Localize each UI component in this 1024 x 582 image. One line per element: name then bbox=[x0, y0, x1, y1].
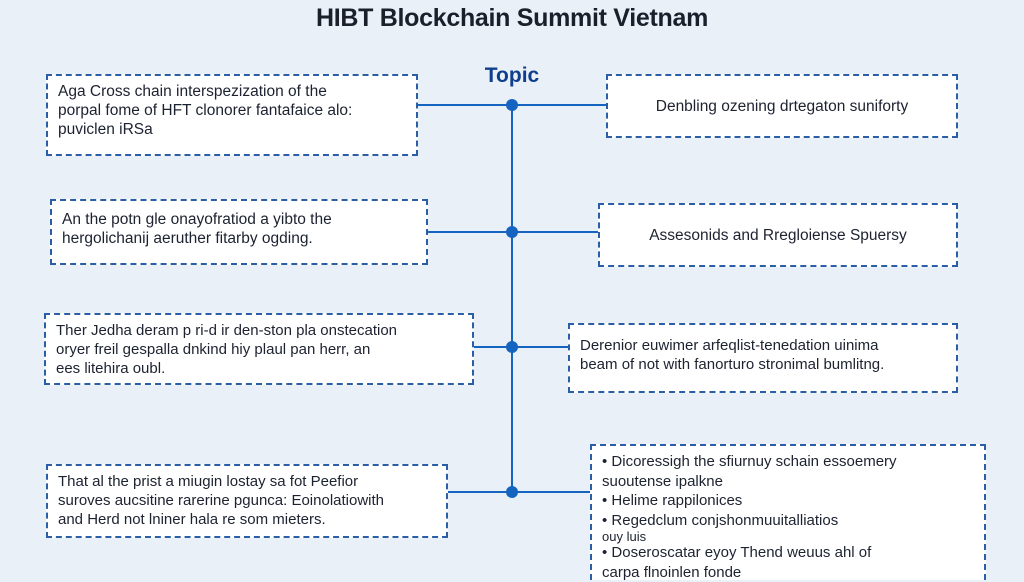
right-box-2: Assesonids and Rregloiense Spuersy bbox=[598, 203, 958, 267]
bullet-item-3-subnote: ouy luis bbox=[602, 530, 974, 543]
bullet-item-1: • Dicoressigh the sfiurnuy schain essoem… bbox=[602, 452, 974, 472]
right-box-3-line-1: Derenior euwimer arfeqlist-tenedation ui… bbox=[580, 336, 946, 355]
right-box-2-text: Assesonids and Rregloiense Spuersy bbox=[649, 226, 907, 245]
left-box-4-line-3: and Herd not lniner hala re som mieters. bbox=[58, 510, 436, 529]
right-box-1-text: Denbling ozening drtegaton suniforty bbox=[656, 97, 908, 116]
left-box-2-line-2: hergolichanij aeruther fitarby ogding. bbox=[62, 229, 416, 248]
left-box-4-line-1: That al the prist a miugin lostay sa fot… bbox=[58, 472, 436, 491]
junction-node-2 bbox=[506, 226, 518, 238]
left-box-4-line-2: suroves aucsitine rarerine pgunca: Eoino… bbox=[58, 491, 436, 510]
right-box-3: Derenior euwimer arfeqlist-tenedation ui… bbox=[568, 323, 958, 393]
left-box-1: Aga Cross chain interspezization of the … bbox=[46, 74, 418, 156]
right-box-1: Denbling ozening drtegaton suniforty bbox=[606, 74, 958, 138]
left-box-3-line-3: ees litehira oubl. bbox=[56, 359, 462, 378]
junction-node-4 bbox=[506, 486, 518, 498]
left-box-1-line-1: Aga Cross chain interspezization of the bbox=[58, 82, 406, 101]
left-box-4: That al the prist a miugin lostay sa fot… bbox=[46, 464, 448, 538]
left-box-1-line-2: porpal fome of HFT clonorer fantafaice a… bbox=[58, 101, 406, 120]
left-box-2-line-1: An the potn gle onayofratiod a yibto the bbox=[62, 210, 416, 229]
left-box-3-line-2: oryer freil gespalla dnkind hiy plaul pa… bbox=[56, 340, 462, 359]
right-box-3-line-2: beam of not with fanorturo stronimal bum… bbox=[580, 355, 946, 374]
left-box-3-line-1: Ther Jedha deram p ri-d ir den-ston pla … bbox=[56, 321, 462, 340]
bullet-item-4: • Doseroscatar eyoy Thend weuus ahl of bbox=[602, 543, 974, 563]
junction-node-1 bbox=[506, 99, 518, 111]
right-bullet-box: • Dicoressigh the sfiurnuy schain essoem… bbox=[590, 444, 986, 580]
bullet-item-4-continued: carpa flnoinlen fonde bbox=[602, 563, 974, 582]
left-box-2: An the potn gle onayofratiod a yibto the… bbox=[50, 199, 428, 265]
bullet-item-1-continued: suoutense ipalkne bbox=[602, 472, 974, 492]
bullet-item-3: • Regedclum conjshonmuuitalliatios bbox=[602, 511, 974, 531]
left-box-3: Ther Jedha deram p ri-d ir den-ston pla … bbox=[44, 313, 474, 385]
junction-node-3 bbox=[506, 341, 518, 353]
left-box-1-line-3: puviclen iRSa bbox=[58, 120, 406, 139]
bullet-item-2: • Helime rappilonices bbox=[602, 491, 974, 511]
